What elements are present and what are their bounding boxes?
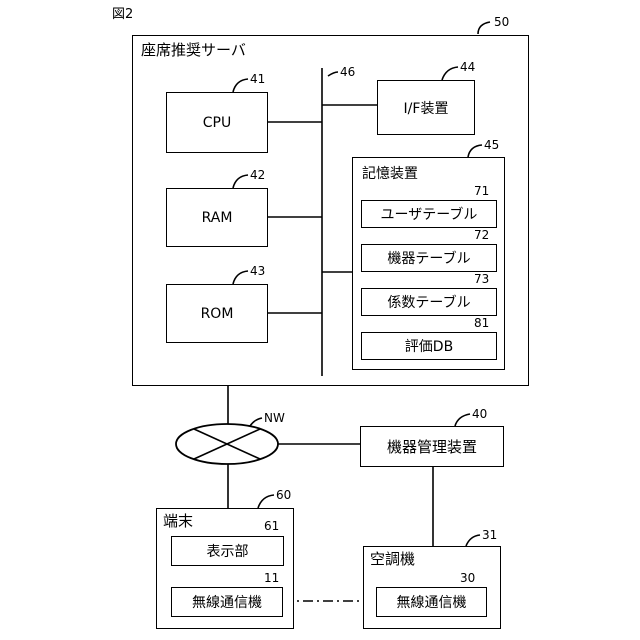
server-title: 座席推奨サーバ: [141, 43, 246, 58]
network-symbol: [174, 420, 280, 470]
ram-ref: 42: [250, 169, 265, 181]
aircon-ref: 31: [482, 529, 497, 541]
evaluation-db-ref: 81: [474, 317, 489, 329]
rom-box: ROM: [166, 284, 268, 343]
terminal-ref: 60: [276, 489, 291, 501]
coefficient-table-box: 係数テーブル: [361, 288, 497, 316]
leader-40: [455, 414, 470, 426]
if-device-box: I/F装置: [377, 80, 475, 135]
device-manager-box: 機器管理装置: [360, 426, 504, 467]
aircon-radio-ref: 30: [460, 572, 475, 584]
ram-box: RAM: [166, 188, 268, 247]
terminal-radio-box: 無線通信機: [171, 587, 283, 617]
cpu-ref: 41: [250, 73, 265, 85]
aircon-radio-box: 無線通信機: [376, 587, 487, 617]
display-unit-ref: 61: [264, 520, 279, 532]
device-table-box: 機器テーブル: [361, 244, 497, 272]
aircon-title: 空調機: [370, 552, 415, 567]
display-unit-box: 表示部: [171, 536, 284, 566]
leader-60: [258, 495, 274, 508]
if-device-ref: 44: [460, 61, 475, 73]
terminal-title: 端末: [163, 514, 193, 529]
server-ref: 50: [494, 16, 509, 28]
figure-label: 図2: [112, 8, 133, 21]
network-label: NW: [264, 412, 285, 424]
device-manager-ref: 40: [472, 408, 487, 420]
user-table-ref: 71: [474, 185, 489, 197]
rom-ref: 43: [250, 265, 265, 277]
coefficient-table-ref: 73: [474, 273, 489, 285]
leader-31: [466, 535, 480, 546]
leader-50: [478, 22, 490, 34]
evaluation-db-box: 評価DB: [361, 332, 497, 360]
terminal-radio-ref: 11: [264, 572, 279, 584]
storage-ref: 45: [484, 139, 499, 151]
cpu-box: CPU: [166, 92, 268, 153]
bus-ref: 46: [340, 66, 355, 78]
device-table-ref: 72: [474, 229, 489, 241]
storage-title: 記憶装置: [362, 167, 418, 181]
user-table-box: ユーザテーブル: [361, 200, 497, 228]
